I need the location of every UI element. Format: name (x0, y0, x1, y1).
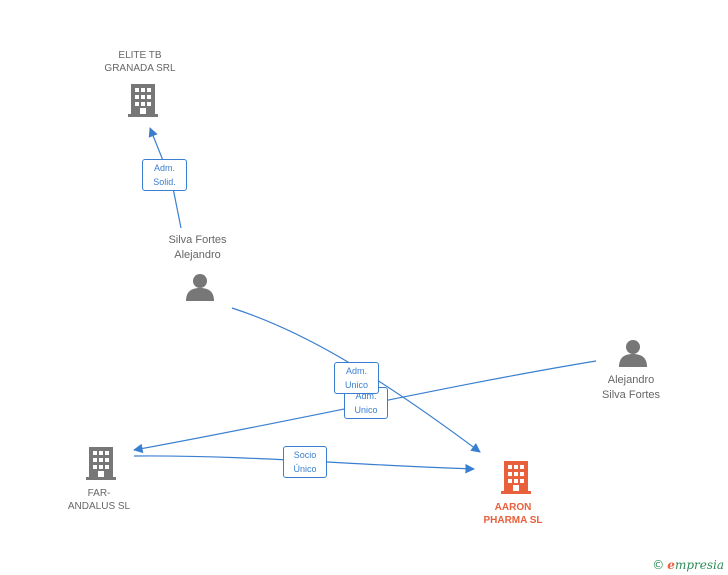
building-icon (128, 84, 158, 117)
brand-initial: e (667, 558, 675, 572)
node-label-line: Alejandro (607, 374, 655, 386)
edge-label-line: Unico (344, 380, 368, 390)
person-icon (186, 274, 214, 301)
node-label-line: PHARMA SL (483, 515, 543, 526)
edge-label-line: Adm. (345, 366, 367, 376)
edge-label-adm-solid: Adm. Solid. (142, 159, 187, 191)
node-label-aaron-pharma: AARON PHARMA SL (458, 501, 568, 527)
node-label-line: Silva Fortes (601, 389, 661, 401)
node-label-line: GRANADA SRL (104, 63, 176, 74)
node-label-line: ANDALUS SL (67, 501, 131, 512)
brand-name: mpresia (674, 558, 724, 572)
edge-label-line: Adm. (153, 163, 175, 173)
edge-silva-aaron (231, 307, 481, 453)
node-label-line: ELITE TB (118, 50, 162, 61)
building-icon-focus (501, 461, 531, 494)
node-label-line: Alejandro (174, 249, 221, 261)
copyright-symbol: © (652, 558, 665, 572)
edge-label-line: Socio (293, 450, 317, 460)
edge-label-line: Único (293, 464, 317, 474)
edge-label-line: Solid. (153, 177, 176, 187)
building-icon (86, 447, 116, 480)
node-label-line: FAR- (87, 488, 111, 499)
node-label-elite-tb-granada: ELITE TB GRANADA SRL (80, 49, 200, 75)
edge-label-adm-unico-aaron: Adm. Unico (334, 362, 379, 394)
empresia-logo: ©empresia (652, 558, 724, 572)
person-icon (619, 340, 647, 367)
edge-label-socio-unico: Socio Único (283, 446, 327, 478)
node-label-far-andalus: FAR- ANDALUS SL (44, 487, 154, 513)
node-label-alejandro: Alejandro Silva Fortes (575, 373, 687, 403)
edge-label-line: Unico (354, 405, 378, 415)
node-label-line: AARON (494, 502, 532, 513)
node-label-line: Silva Fortes (168, 234, 227, 246)
node-label-silva-fortes: Silva Fortes Alejandro (140, 233, 255, 263)
edge-label-line: Adm. (355, 391, 377, 401)
